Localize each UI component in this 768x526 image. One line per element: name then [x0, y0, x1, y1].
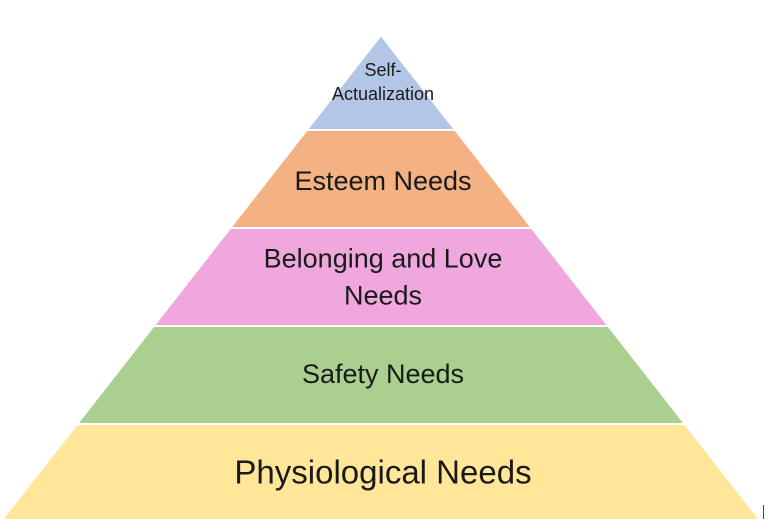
tier-belonging-label-line-1: Belonging and Love — [264, 244, 503, 274]
tier-self-actualization — [304, 33, 458, 131]
tier-physiological — [0, 423, 763, 521]
tier-safety-label-line-1: Safety Needs — [302, 359, 464, 389]
tier-physiological-label-line-1: Physiological Needs — [234, 454, 531, 491]
tier-belonging-label-line-2: Needs — [344, 281, 422, 311]
tier-esteem-label-line-1: Esteem Needs — [294, 166, 471, 196]
edge-mark — [763, 505, 764, 519]
tier-self-actualization-label-line-2: Actualization — [332, 84, 434, 104]
tier-self-actualization-label-line-1: Self- — [364, 60, 401, 80]
